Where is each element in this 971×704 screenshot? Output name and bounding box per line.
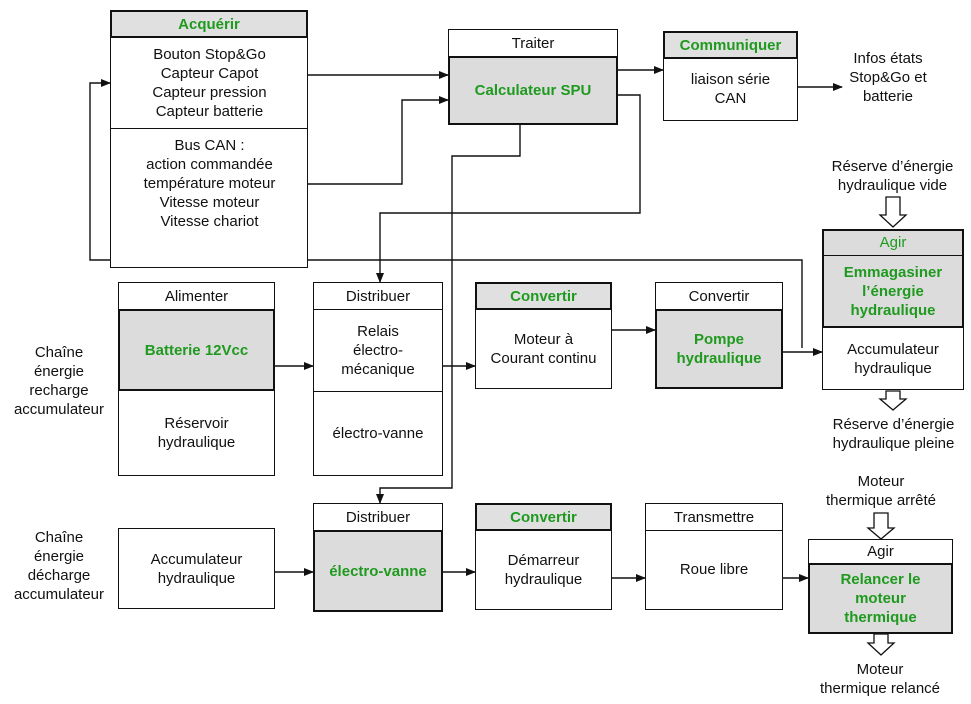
convertir2-pompe: Pompe hydraulique [655, 309, 783, 389]
reserve-pleine-label: Réserve d’énergie hydraulique pleine [832, 416, 955, 452]
acquerir-title: Acquérir [110, 10, 308, 38]
acquerir-sensors: Bouton Stop&Go Capteur Capot Capteur pre… [152, 46, 267, 120]
arrow-reserve-pleine-out [878, 390, 908, 411]
accumulateur-chain2: Accumulateur hydraulique [118, 528, 275, 609]
communiquer-title: Communiquer [663, 31, 798, 59]
alimenter-title: Alimenter [118, 282, 275, 310]
distribuer1-block [313, 282, 443, 476]
acquerir-block [110, 10, 308, 268]
reserve-vide-label: Réserve d’énergie hydraulique vide [831, 158, 954, 194]
agir-top-body: Emmagasiner l’énergie hydraulique [843, 263, 943, 319]
acquerir-divider [110, 128, 308, 129]
chain-recharge-label: Chaîne énergie recharge accumulateur [13, 344, 105, 418]
convertir1-moteur: Moteur à Courant continu [490, 330, 597, 367]
distribuer1-title: Distribuer [313, 282, 443, 310]
wire-spu-distribuer1 [376, 94, 641, 283]
acquerir-bus: Bus CAN : action commandée température m… [143, 136, 276, 230]
transmettre-title: Transmettre [645, 503, 783, 531]
alimenter-batterie: Batterie 12Vcc [118, 309, 275, 391]
distribuer1-vanne: électro-vanne [332, 424, 424, 442]
distribuer1-divider [313, 391, 443, 392]
moteur-relance-label: Moteur thermique relancé [819, 661, 941, 697]
wire-pressure-feedback [89, 79, 803, 348]
communiquer-body: liaison série CAN [690, 71, 771, 107]
traiter-spu: Calculateur SPU [448, 56, 618, 125]
moteur-arrete-label: Moteur thermique arrêté [825, 473, 937, 509]
arrow-moteur-relance-out [866, 633, 896, 656]
wire-spu-distribuer2 [376, 124, 521, 504]
convertir3-demarreur: Démarreur hydraulique [504, 551, 583, 588]
chain-decharge-label: Chaîne énergie décharge accumulateur [13, 529, 105, 603]
distribuer2-title: Distribuer [313, 503, 443, 531]
traiter-title: Traiter [448, 29, 618, 57]
agir-top-gray [822, 229, 964, 328]
agir-bottom-relancer: Relancer le moteur thermique [808, 563, 953, 634]
alimenter-reservoir: Réservoir hydraulique [157, 415, 236, 451]
agir-bottom-title: Agir [808, 539, 953, 564]
distribuer2-vanne: électro-vanne [313, 530, 443, 612]
arrow-reserve-vide-in [878, 196, 908, 228]
agir-top-title-divider [824, 255, 962, 256]
wire-acquerir-spu-2 [307, 96, 449, 185]
distribuer1-relais: Relais électro- mécanique [341, 322, 415, 378]
agir-top-title: Agir [879, 234, 907, 251]
convertir2-title: Convertir [655, 282, 783, 310]
transmettre-roue-libre: Roue libre [679, 561, 749, 578]
agir-top-accumulateur: Accumulateur hydraulique [847, 341, 939, 377]
arrow-moteur-arrete-in [866, 512, 896, 540]
infos-etats-label: Infos états Stop&Go et batterie [849, 50, 927, 105]
convertir3-title: Convertir [475, 503, 612, 531]
convertir1-title: Convertir [475, 282, 612, 310]
